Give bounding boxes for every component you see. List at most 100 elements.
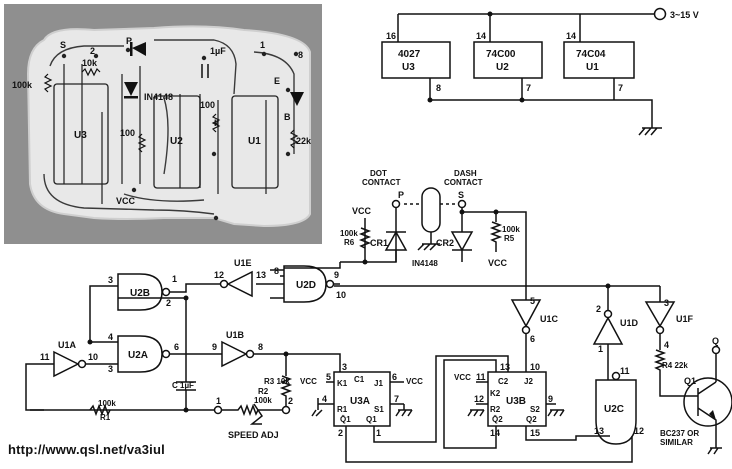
- q-pin-label: Q: [712, 336, 719, 346]
- vcc-left-label: VCC: [352, 206, 372, 216]
- u2a-pin6: 6: [174, 342, 179, 352]
- u3b-pin13: 13: [500, 362, 510, 372]
- u2c-pin-out: 11: [620, 366, 630, 376]
- u3b-pin12: 12: [474, 394, 484, 404]
- pcb-label-p: P: [126, 36, 132, 46]
- pcb-label-s: S: [60, 40, 66, 50]
- u1f-label: U1F: [676, 314, 694, 324]
- u2a-label: U2A: [128, 350, 148, 361]
- u3a-pin6: 6: [392, 372, 397, 382]
- u3a-vcc-r: VCC: [406, 377, 423, 386]
- chip-u2-pin-bottom: 7: [526, 83, 531, 93]
- cap-c-label: C 1µF: [172, 381, 194, 390]
- u3b-s2: S2: [530, 405, 540, 414]
- pcb-label-2: 2: [90, 46, 95, 56]
- pcb-label-u3: U3: [74, 130, 87, 141]
- u2d-pin9: 9: [334, 270, 339, 280]
- u1d-label: U1D: [620, 318, 639, 328]
- cr2-label: CR2: [436, 238, 454, 248]
- q1-label: Q1: [684, 376, 696, 386]
- u3b-pin15: 15: [530, 428, 540, 438]
- chip-u3-pin-bottom: 8: [436, 83, 441, 93]
- u1a-pin-in: 11: [40, 352, 50, 362]
- r4-label: R4 22k: [662, 361, 688, 370]
- u1f-pin-in: 3: [664, 298, 669, 308]
- u3b-pin11: 11: [476, 372, 486, 382]
- pcb-label-e: E: [274, 76, 280, 86]
- pcb-label-b: B: [284, 112, 291, 122]
- u3b-c2: C2: [498, 377, 509, 386]
- pcb-label-100k: 100k: [12, 80, 33, 90]
- u2b-pin2: 2: [166, 298, 171, 308]
- u2b-pin3: 3: [108, 275, 113, 285]
- pcb-label-10k: 10k: [82, 58, 98, 68]
- r3-label: R3 10k: [264, 377, 290, 386]
- chip-u1-pin-top: 14: [566, 31, 576, 41]
- u1d-pin-out: 2: [596, 304, 601, 314]
- chip-u3-pin-top: 16: [386, 31, 396, 41]
- footer-url[interactable]: http://www.qsl.net/va3iul: [8, 442, 165, 457]
- u3b-name: U3B: [506, 396, 526, 407]
- u3a-q1: Q1: [366, 415, 377, 424]
- u1c-pin-out: 6: [530, 334, 535, 344]
- pcb-label-vcc: VCC: [116, 196, 136, 206]
- u1c-pin-in: 5: [530, 296, 535, 306]
- u3a-pin4: 4: [322, 394, 327, 404]
- u1d-pin-in: 1: [598, 344, 603, 354]
- u3a-s1: S1: [374, 405, 384, 414]
- chip-u3-ref: U3: [402, 62, 415, 73]
- u1e-pin-out: 13: [256, 270, 266, 280]
- u2a-pin3: 3: [108, 364, 113, 374]
- u3b-pin14: 14: [490, 428, 500, 438]
- u2b-label: U2B: [130, 288, 150, 299]
- pcb-label-8: 8: [298, 50, 303, 60]
- u3b-q2: Q2: [526, 415, 537, 424]
- cr1-label: CR1: [370, 238, 388, 248]
- u3b-k2: K2: [490, 389, 501, 398]
- u2d-label: U2D: [296, 280, 316, 291]
- u3a-vcc-l: VCC: [300, 377, 317, 386]
- u3b-r2: R2: [490, 405, 501, 414]
- pcb-label-22k: 22k: [296, 136, 312, 146]
- u2b-pin1: 1: [172, 274, 177, 284]
- chip-u2-pin-top: 14: [476, 31, 486, 41]
- dot-pin-label: P: [398, 190, 404, 200]
- u1c-label: U1C: [540, 314, 559, 324]
- u3b-q2b: Q̄2: [492, 415, 503, 424]
- pcb-label-100a: 100: [200, 100, 215, 110]
- vcc-right-label: VCC: [488, 258, 508, 268]
- chip-u1-name: 74C04: [576, 49, 606, 60]
- pcb-layout-photo: S 2 P 1 8 10k 1µF IN4148 E 100k 100 100 …: [4, 4, 322, 244]
- pcb-label-k: k: [214, 118, 220, 128]
- u3a-pin7: 7: [394, 394, 399, 404]
- u2d-pin10: 10: [336, 290, 346, 300]
- u2c-label: U2C: [604, 404, 624, 415]
- u2c-pin-in2: 12: [634, 426, 644, 436]
- u3a-pin5: 5: [326, 372, 331, 382]
- u1a-pin-out: 10: [88, 352, 98, 362]
- u3a-r1: R1: [337, 405, 348, 414]
- u1b-label: U1B: [226, 330, 245, 340]
- u1e-pin-in: 12: [214, 270, 224, 280]
- pcb-label-1: 1: [260, 40, 265, 50]
- chip-u3-name: 4027: [398, 49, 421, 60]
- pcb-label-u2: U2: [170, 136, 183, 147]
- u3a-pin2: 2: [338, 428, 343, 438]
- u3a-name: U3A: [350, 396, 370, 407]
- u3a-pin3: 3: [342, 362, 347, 372]
- u3b-pin10: 10: [530, 362, 540, 372]
- u2c-pin-in1: 13: [594, 426, 604, 436]
- u1b-pin-out: 8: [258, 342, 263, 352]
- pcb-label-u1: U1: [248, 136, 261, 147]
- u1f-pin-out: 4: [664, 340, 669, 350]
- pcb-label-diode: IN4148: [144, 92, 173, 102]
- u1b-pin-in: 9: [212, 342, 217, 352]
- dash-pin-label: S: [458, 190, 464, 200]
- timing-pin1: 1: [216, 396, 221, 406]
- u2d-pin8: 8: [274, 266, 279, 276]
